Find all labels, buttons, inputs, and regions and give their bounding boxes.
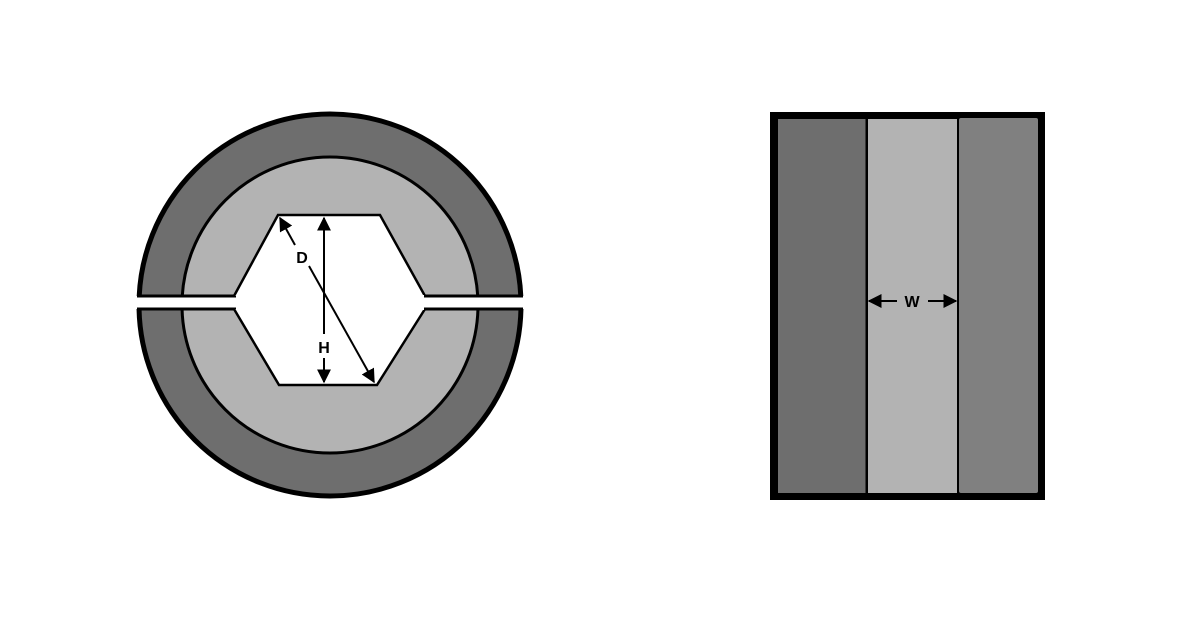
side-view: W bbox=[770, 112, 1045, 500]
hex-cavity-bottom bbox=[234, 309, 425, 385]
side-left-strip bbox=[778, 119, 866, 493]
side-middle-strip bbox=[868, 119, 957, 493]
side-right-strip bbox=[959, 118, 1038, 493]
height-label: H bbox=[318, 340, 330, 357]
diagonal-label: D bbox=[296, 250, 308, 267]
front-view: H D bbox=[136, 111, 524, 499]
diagonal-arrow bbox=[279, 216, 296, 246]
hex-cavity-top bbox=[234, 215, 425, 296]
width-label: W bbox=[904, 294, 920, 311]
